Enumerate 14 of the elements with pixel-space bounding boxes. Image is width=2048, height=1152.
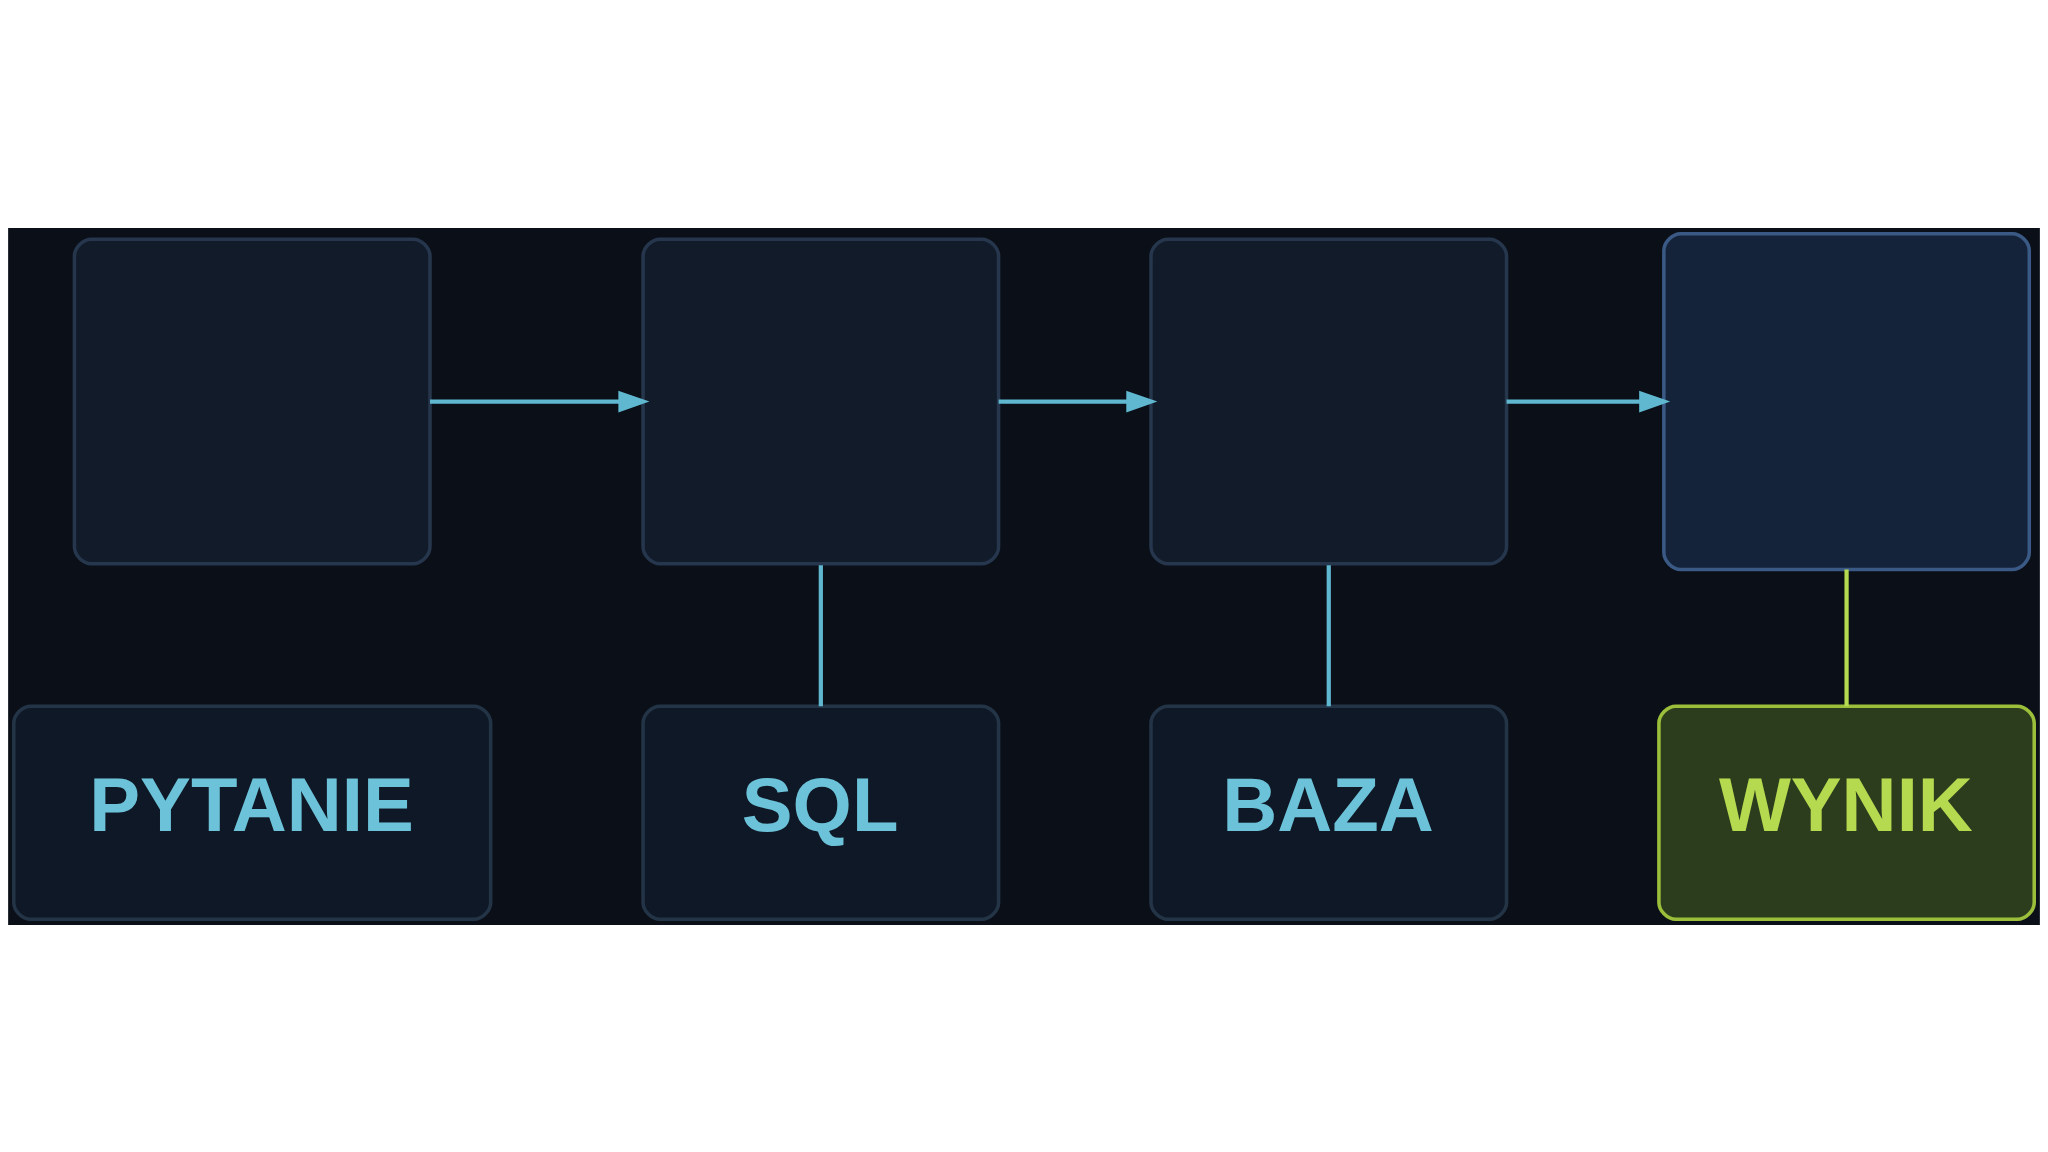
- node-box: BAZA: [1149, 704, 1509, 921]
- node-box: PYTANIE: [12, 704, 493, 921]
- node-picture: [1149, 237, 1509, 566]
- connector: [1326, 564, 1331, 706]
- arrow: [1506, 390, 1671, 412]
- connector: [818, 564, 823, 706]
- node-box: WYNIK: [1657, 704, 2036, 921]
- arrow: [430, 390, 650, 412]
- arrow: [998, 390, 1158, 412]
- connector: [1844, 568, 1849, 706]
- node-picture: [72, 237, 432, 566]
- node-picture: [1662, 231, 2032, 571]
- node-box: SQL: [641, 704, 1001, 921]
- node-picture: [641, 237, 1001, 566]
